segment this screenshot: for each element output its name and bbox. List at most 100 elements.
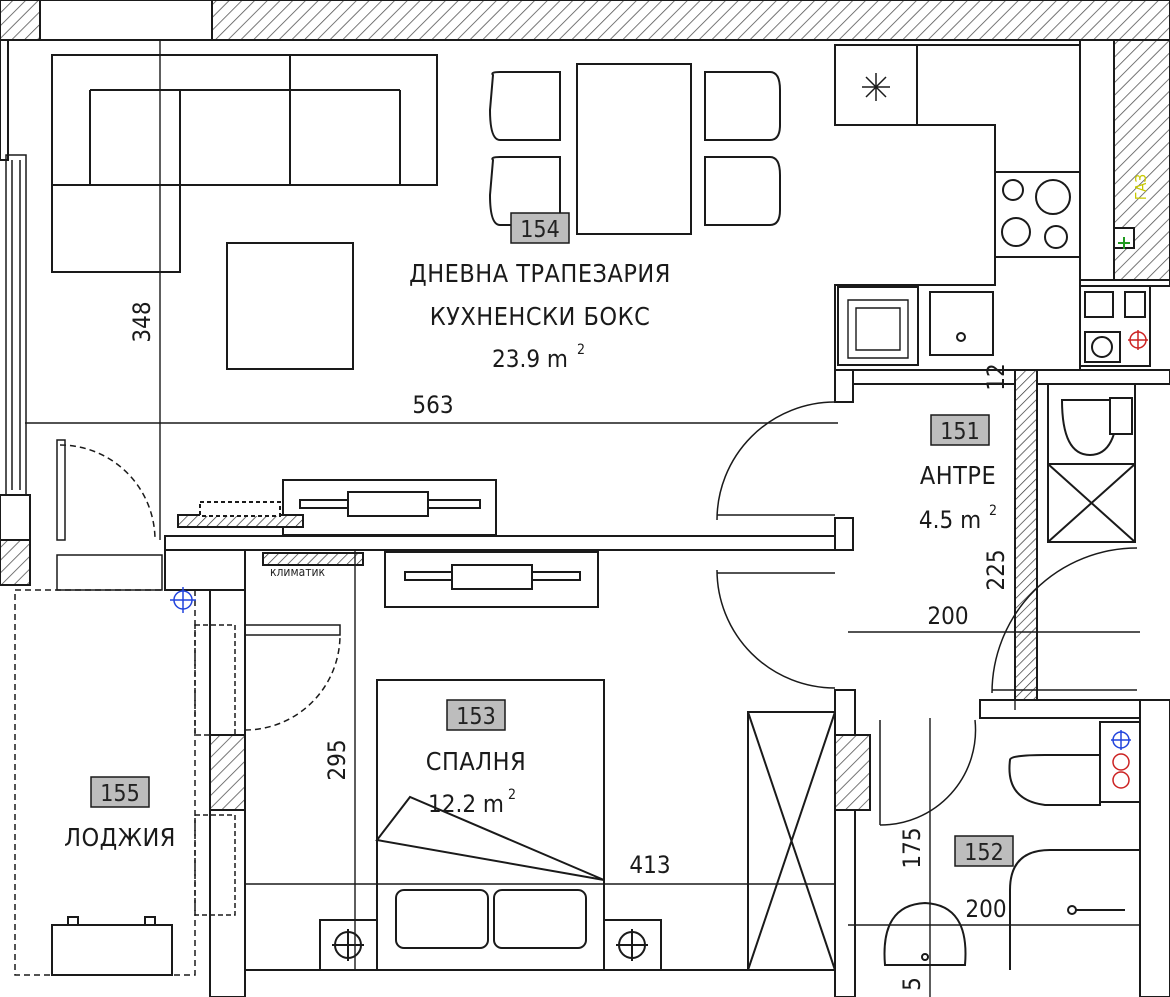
bath-top-wall — [979, 699, 1170, 719]
toilet-tank — [1109, 397, 1133, 435]
dim-bath-width: 200 — [965, 895, 1006, 923]
top-wall-hatched — [211, 0, 1170, 41]
bathroom-valves — [170, 330, 1148, 789]
dim-bath-depth: 175 — [898, 827, 926, 868]
room-number-151: 151 — [940, 419, 980, 445]
drain-icon — [956, 332, 966, 342]
chair — [704, 71, 781, 141]
burner-icon — [1035, 179, 1071, 215]
ac-unit-living — [199, 501, 281, 517]
living-furniture — [51, 54, 781, 536]
loggia-door-frame — [56, 554, 163, 591]
climatic-label: климатик — [270, 565, 325, 579]
left-wall-corner — [0, 539, 31, 586]
dim-hall-width: 200 — [927, 602, 968, 630]
washbasin — [883, 901, 967, 966]
pillow — [395, 889, 489, 949]
room-153-tag: 153 — [446, 699, 506, 731]
room-number-152: 152 — [964, 840, 1004, 866]
room-154-tag: 154 — [510, 212, 570, 244]
hall-area: 4.5 m — [919, 506, 981, 534]
bedroom-tv-box — [451, 564, 533, 590]
dishwasher-icon — [847, 299, 909, 359]
sink — [929, 291, 994, 356]
living-door-swing — [716, 401, 836, 521]
hall-door-jamb-low — [834, 517, 854, 551]
bedroom-window-swing — [244, 634, 341, 731]
dim-kitchen-gap: 12 — [982, 363, 1010, 390]
living-room-name: ДНЕВНА ТРАПЕЗАРИЯ — [409, 259, 671, 288]
living-room-area: 23.9 m — [492, 345, 568, 373]
dim-bedroom-width: 413 — [629, 851, 670, 879]
kitchen — [834, 44, 1135, 371]
room-number-155: 155 — [100, 781, 140, 807]
room-number-154: 154 — [520, 217, 560, 243]
room-number-153: 153 — [456, 704, 496, 730]
corner-sofa — [51, 54, 438, 273]
bedroom-window-leaf — [244, 624, 341, 636]
wc-partition — [1014, 369, 1038, 711]
loggia-furniture — [51, 916, 173, 976]
doors — [56, 401, 1138, 826]
bath-door-swing — [879, 719, 977, 826]
loggia-wall-hatched — [209, 734, 246, 811]
bedroom-radiator — [262, 552, 364, 566]
hot-water-valve-icon — [1112, 753, 1130, 771]
bath-toilet — [1008, 754, 1101, 806]
hall-name: АНТРЕ — [920, 461, 996, 490]
loggia-table — [51, 924, 173, 976]
loggia-name: ЛОДЖИЯ — [64, 823, 176, 852]
bedroom-area-sup: 2 — [508, 787, 516, 803]
wc-top-wall — [1036, 369, 1170, 385]
burner-icon — [1001, 217, 1031, 247]
chair — [704, 156, 781, 226]
coffee-table — [226, 242, 354, 370]
loggia-door-swing — [59, 444, 156, 541]
room-152-tag: 152 — [954, 835, 1014, 867]
bedroom-name: СПАЛНЯ — [426, 747, 526, 776]
burner-icon — [1002, 179, 1024, 201]
room-155-tag: 155 — [90, 776, 150, 808]
hall-door-jamb-high — [834, 369, 854, 403]
dim-hall-depth: 225 — [982, 549, 1010, 590]
boiler-unit — [1124, 291, 1146, 318]
room-151-tag: 151 — [930, 414, 990, 446]
pillow — [493, 889, 587, 949]
living-window — [5, 154, 27, 496]
kitchen-box-name: КУХНЕНСКИ БОКС — [430, 302, 651, 331]
bedroom-door-swing — [716, 569, 836, 689]
dimension-lines — [25, 40, 1140, 997]
left-wall-low — [0, 494, 31, 541]
left-wall — [0, 39, 9, 161]
wc-door-swing — [991, 547, 1138, 694]
dim-bedroom-depth: 295 — [323, 739, 351, 780]
tv-box — [347, 491, 429, 517]
loggia-chair — [144, 916, 156, 926]
bed-cover-fold — [375, 795, 605, 881]
dim-living-depth: 348 — [128, 301, 156, 342]
bedroom-window-2 — [194, 814, 236, 916]
hot-water-valve-icon — [1112, 771, 1130, 789]
boiler-unit — [1084, 291, 1114, 318]
gas-label: ГАЗ — [1132, 174, 1150, 200]
loggia-door-leaf — [56, 439, 66, 541]
top-wall-left — [0, 0, 41, 41]
bath-drain-icon — [1067, 905, 1077, 915]
right-wall-kitchen — [1079, 39, 1115, 281]
top-wall-plain — [39, 0, 213, 41]
burner-icon — [1044, 225, 1068, 249]
bath-right-wall — [1139, 699, 1170, 997]
tap-icon — [921, 953, 929, 961]
dim-bath-sill: 5 — [898, 977, 926, 991]
chair — [488, 71, 561, 141]
bath-cistern — [1099, 721, 1141, 803]
bedroom-area: 12.2 m — [428, 790, 504, 818]
dining-table — [576, 63, 692, 235]
living-room-area-sup: 2 — [577, 342, 585, 358]
wc-block — [747, 285, 1151, 971]
fridge-icon — [862, 73, 890, 101]
hall-area-sup: 2 — [989, 503, 997, 519]
dim-living-width: 563 — [412, 391, 453, 419]
washer-icon — [1091, 336, 1113, 358]
living-bedroom-wall — [164, 535, 851, 551]
